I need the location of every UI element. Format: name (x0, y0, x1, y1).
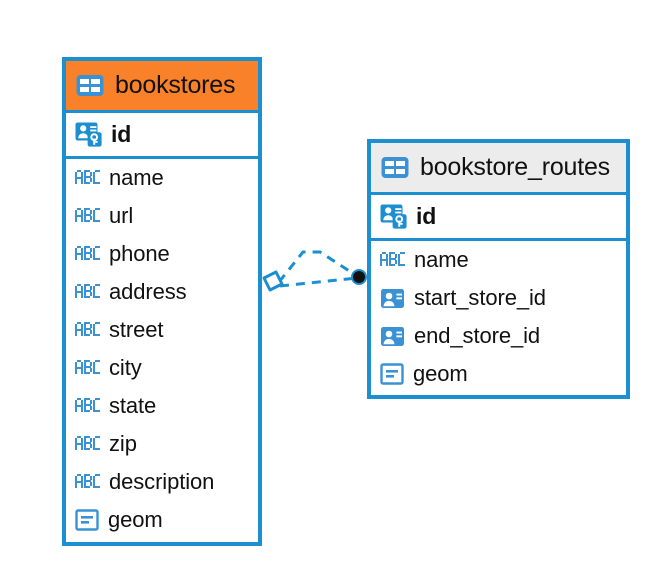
field-row-geom[interactable]: geom (371, 355, 626, 393)
table-name-label: bookstores (115, 71, 236, 99)
field-row-start-store-id[interactable]: start_store_id (371, 279, 626, 317)
field-row-street[interactable]: street (66, 311, 258, 349)
primary-key-icon (380, 203, 407, 230)
table-bookstore-routes[interactable]: bookstore_routes id (367, 139, 630, 399)
table-icon (75, 71, 105, 101)
table-header-bookstore-routes[interactable]: bookstore_routes (371, 143, 626, 195)
field-row-description[interactable]: description (66, 463, 258, 501)
field-label: start_store_id (414, 285, 546, 310)
field-label: id (111, 121, 132, 147)
field-label: name (414, 247, 469, 272)
field-row-id[interactable]: id (371, 195, 626, 241)
field-row-city[interactable]: city (66, 349, 258, 387)
field-label: geom (413, 361, 468, 386)
field-label: url (109, 203, 134, 228)
relationship-circle-endpoint (353, 271, 365, 283)
geometry-icon (75, 508, 99, 532)
abc-icon (75, 322, 100, 338)
abc-icon (75, 360, 100, 376)
field-label: street (109, 317, 164, 342)
abc-icon (75, 436, 100, 452)
abc-icon (75, 284, 100, 300)
field-label: end_store_id (414, 323, 541, 348)
relationship-diamond-endpoint (262, 270, 284, 292)
primary-key-icon (75, 121, 102, 148)
id-card-icon (380, 324, 405, 349)
id-card-icon (380, 286, 405, 311)
field-label: geom (108, 507, 163, 532)
field-row-id[interactable]: id (66, 113, 258, 159)
table-name-label: bookstore_routes (420, 153, 610, 181)
field-label: phone (109, 241, 170, 266)
relationship-circle-ring (351, 269, 367, 285)
field-label: name (109, 165, 164, 190)
table-bookstores[interactable]: bookstores id (62, 57, 262, 546)
field-label: state (109, 393, 157, 418)
field-row-name[interactable]: name (371, 241, 626, 279)
relationship-line-upper (277, 250, 358, 283)
abc-icon (75, 246, 100, 262)
field-row-state[interactable]: state (66, 387, 258, 425)
field-label: id (416, 203, 437, 229)
field-row-geom[interactable]: geom (66, 501, 258, 539)
relationship-connector[interactable] (258, 238, 373, 300)
field-label: address (109, 279, 187, 304)
abc-icon (75, 208, 100, 224)
table-icon (380, 153, 410, 183)
table-header-bookstores[interactable]: bookstores (66, 61, 258, 113)
field-row-end-store-id[interactable]: end_store_id (371, 317, 626, 355)
field-label: zip (109, 431, 137, 456)
abc-icon (75, 474, 100, 490)
abc-icon (380, 252, 405, 268)
field-row-name[interactable]: name (66, 159, 258, 197)
abc-icon (75, 170, 100, 186)
field-label: city (109, 355, 142, 380)
field-row-phone[interactable]: phone (66, 235, 258, 273)
geometry-icon (380, 362, 404, 386)
field-row-zip[interactable]: zip (66, 425, 258, 463)
field-label: description (109, 469, 215, 494)
field-row-address[interactable]: address (66, 273, 258, 311)
relationship-line-lower (279, 276, 358, 288)
abc-icon (75, 398, 100, 414)
field-row-url[interactable]: url (66, 197, 258, 235)
